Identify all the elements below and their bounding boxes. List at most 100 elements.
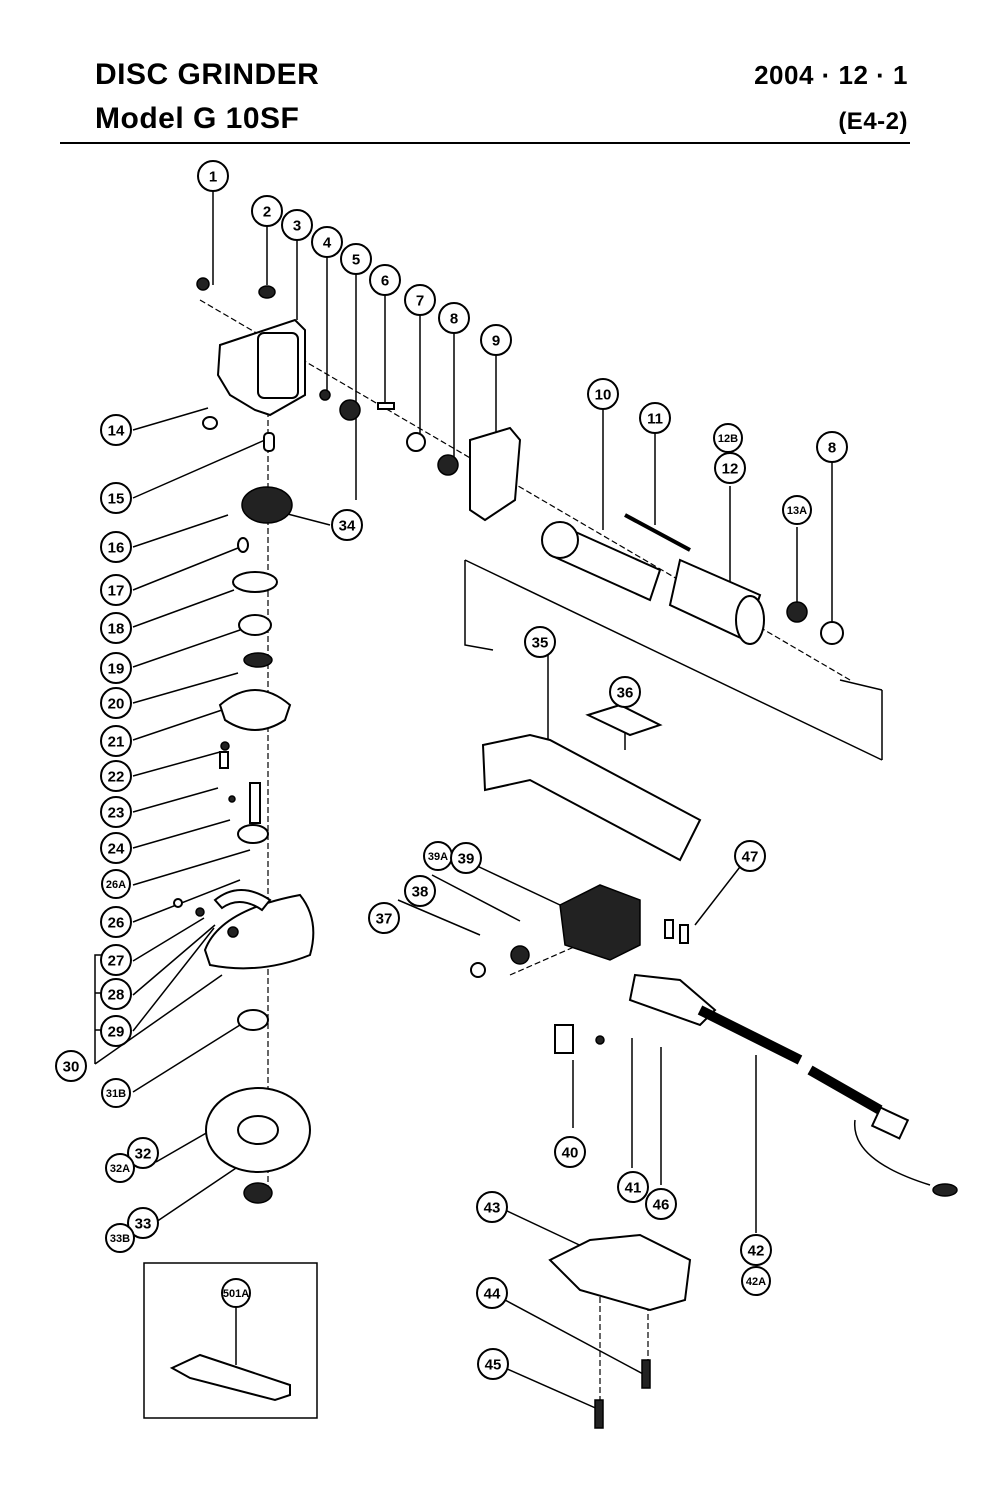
callout-10: 10 [587,378,619,410]
switch-40 [554,1024,574,1054]
callout-text: 33 [135,1216,152,1233]
callout-text: 29 [108,1024,125,1041]
callout-circle [100,482,132,514]
leader-lines [94,190,883,1411]
screw-1 [196,277,210,291]
callout-text: 2 [263,204,271,221]
callout-26a: 26A [101,869,131,899]
nut-28 [195,907,205,917]
callout-4: 4 [311,226,343,258]
callout-17: 17 [100,574,132,606]
parts [143,277,958,1429]
callout-text: 41 [625,1180,642,1197]
callout-35: 35 [524,626,556,658]
callout-circle [645,1188,677,1220]
callout-27: 27 [100,944,132,976]
spindle-26a [249,782,261,824]
callout-circle [100,612,132,644]
callout-text: 8 [450,311,458,328]
callout-circle [100,687,132,719]
callout-41: 41 [617,1171,649,1203]
callout-text: 34 [339,518,356,535]
callout-circle [369,264,401,296]
callout-43: 43 [476,1191,508,1223]
wheel-guard-30 [203,893,315,970]
callout-circle [476,1191,508,1223]
callout-text: 21 [108,734,125,751]
plate-18 [232,571,278,593]
callout-circle [100,796,132,828]
callout-44: 44 [476,1277,508,1309]
callout-circle [480,324,512,356]
callout-18: 18 [100,612,132,644]
header-rule [60,142,910,144]
callout-circle [311,226,343,258]
callout-text: 6 [381,273,389,290]
armature-fan [541,521,579,559]
screw-11 [624,513,691,552]
callout-circle [100,906,132,938]
callout-24: 24 [100,832,132,864]
callout-text: 26A [106,879,126,891]
callout-circle [100,760,132,792]
callout-circle [127,1137,159,1169]
callout-text: 4 [323,235,332,252]
callout-8: 8 [816,431,848,463]
callout-circle [524,626,556,658]
callout-circle [100,725,132,757]
bearing-13a [786,601,808,623]
callout-text: 28 [108,987,125,1004]
callout-8: 8 [438,302,470,334]
revision-code: (E4-2) [838,108,908,135]
callout-text: 19 [108,661,125,678]
callout-text: 12 [722,461,739,478]
callout-text: 37 [376,911,393,928]
callout-7: 7 [404,284,436,316]
callout-text: 10 [595,387,612,404]
callout-34: 34 [331,509,363,541]
diagram-title: DISC GRINDER [95,58,320,91]
bearing-19 [238,614,272,636]
callout-circle [404,284,436,316]
callout-circle [197,160,229,192]
callout-text: 39A [428,851,448,863]
callout-12: 12 [714,452,746,484]
callout-text: 43 [484,1200,501,1217]
spiral-bevel-gear-16 [241,486,293,524]
guard-band [213,889,272,912]
callout-circle [438,302,470,334]
callout-501a: 501A [221,1278,251,1308]
callout-6: 6 [369,264,401,296]
callout-text: 33B [110,1233,130,1245]
stator-end [735,595,765,645]
callout-33b: 33B [105,1223,135,1253]
callout-text: 5 [352,252,360,269]
washer-7 [406,432,426,452]
gear-cover-flange [257,332,299,399]
callout-text: 8 [828,440,836,457]
screw-44 [641,1359,651,1389]
callout-11: 11 [639,402,671,434]
callout-text: 22 [108,769,125,786]
pin-24 [228,795,236,803]
callout-text: 13A [787,505,807,517]
callout-39: 39 [450,842,482,874]
screw-45 [594,1399,604,1429]
callout-circle [404,875,436,907]
callout-text: 17 [108,583,125,600]
callout-9: 9 [480,324,512,356]
nut-29 [227,926,239,938]
callout-circle [587,378,619,410]
callout-text: 47 [742,849,759,866]
callout-text: 11 [647,411,663,428]
callout-circle [100,652,132,684]
callout-text: 18 [108,621,125,638]
callout-labels: 123456789101112B1213A8141516171819202122… [55,160,848,1380]
callout-39a: 39A [423,841,453,871]
cord-42 [807,1065,883,1115]
name-plate-36 [585,703,663,737]
callout-text: 14 [108,423,125,440]
callout-text: 32A [110,1163,130,1175]
callout-circle [100,1015,132,1047]
pinion-5 [339,399,361,421]
